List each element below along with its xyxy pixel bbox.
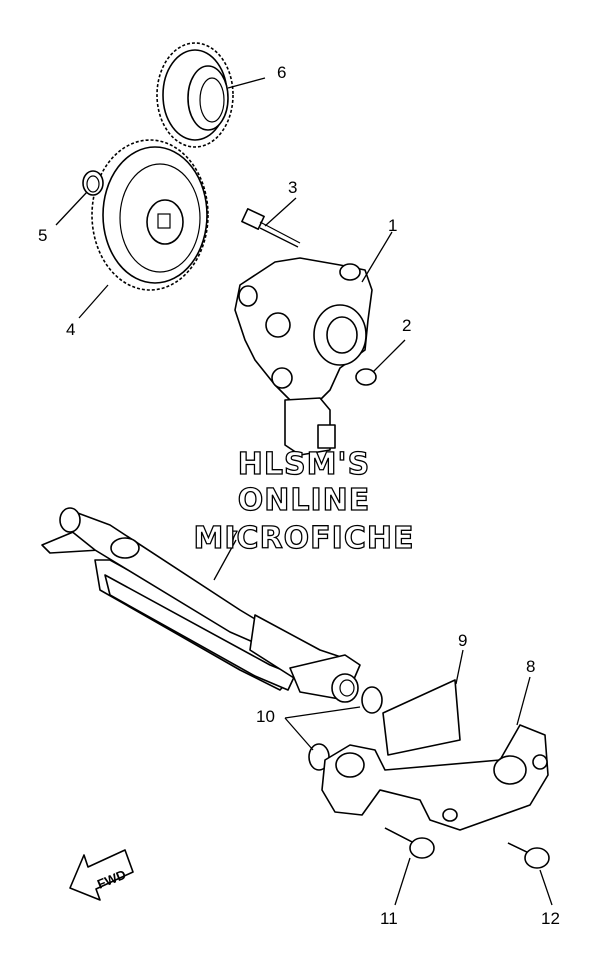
part-4-large-gear [91, 139, 209, 291]
watermark-line-1: HLSM'S [238, 447, 370, 482]
callout-8: 8 [526, 657, 535, 676]
part-5-circlip [82, 170, 104, 196]
callout-5: 5 [38, 226, 47, 245]
part-10-o-ring-a [361, 686, 383, 714]
callout-2: 2 [402, 316, 411, 335]
callout-9: 9 [458, 631, 467, 650]
callout-12: 12 [541, 909, 560, 928]
part-11-bolt [384, 827, 435, 859]
callout-11: 11 [380, 909, 398, 928]
part-2-o-ring [355, 368, 377, 386]
part-9-gasket [382, 679, 461, 756]
part-1-oil-pump [234, 257, 373, 456]
callout-4: 4 [66, 320, 75, 339]
part-12-bolt [507, 842, 550, 869]
part-6-small-gear [156, 42, 234, 148]
callout-10: 10 [256, 707, 275, 726]
leader-lines [55, 77, 553, 906]
watermark-line-2: ONLINE [238, 483, 371, 518]
watermark-line-3: MICROFICHE [194, 521, 415, 556]
part-3-bolt [241, 208, 301, 248]
callout-1: 1 [388, 216, 397, 235]
part-8-oil-pipe [321, 724, 549, 831]
callout-3: 3 [288, 178, 297, 197]
fwd-arrow-icon: FWD [69, 849, 134, 901]
part-7-oil-strainer [41, 507, 361, 703]
callout-6: 6 [277, 63, 286, 82]
callout-7: 7 [229, 527, 238, 546]
